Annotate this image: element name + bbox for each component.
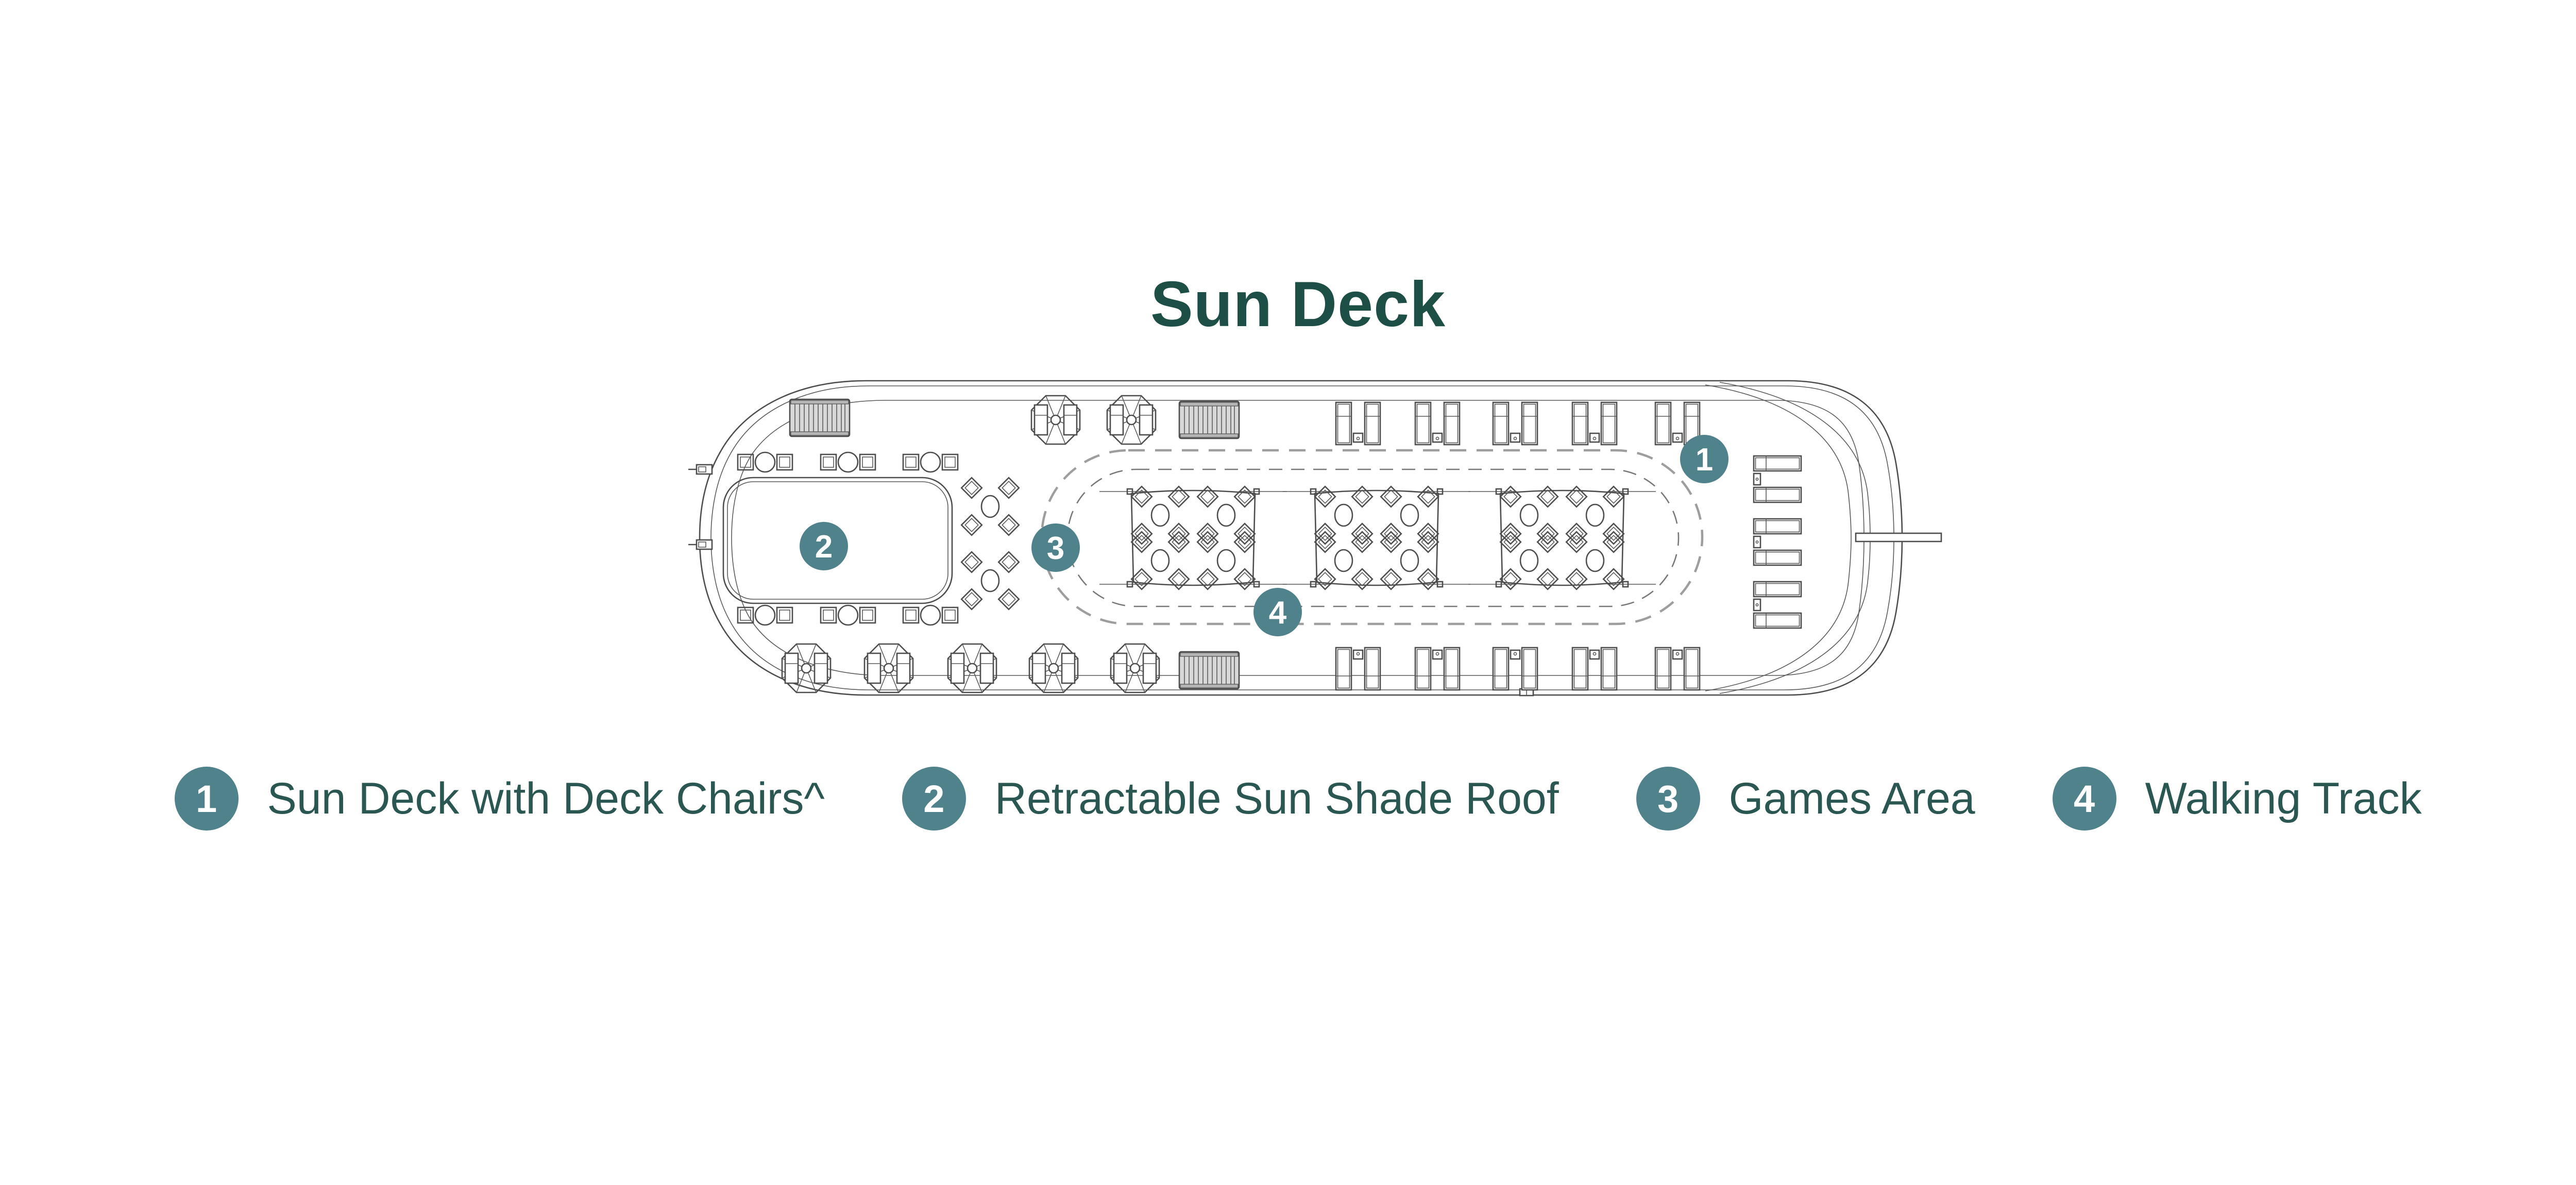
games-table-cluster <box>961 478 1019 535</box>
page-title: Sun Deck <box>1150 269 1446 340</box>
stairs-icon <box>1178 651 1240 690</box>
parasol-icon <box>863 643 914 693</box>
legend-item-walking-track: 4 Walking Track <box>2052 767 2422 831</box>
lounger-pair <box>1753 581 1802 629</box>
games-table-cluster <box>961 552 1019 610</box>
table-set <box>738 605 792 625</box>
parasol-icon <box>947 643 997 693</box>
stern-pole-icon <box>1855 532 1942 543</box>
table-set <box>821 605 875 625</box>
lounger-pair <box>1571 401 1618 446</box>
lounger-pair <box>1414 401 1461 446</box>
deck-marker-2: 2 <box>800 522 848 570</box>
deck-marker-4: 4 <box>1253 588 1302 636</box>
lounger-pair <box>1753 518 1802 566</box>
legend-label-3: Games Area <box>1728 773 1975 823</box>
legend-item-sun-deck: 1 Sun Deck with Deck Chairs^ <box>174 767 825 831</box>
lounger-pair <box>1654 647 1701 691</box>
lounger-pair <box>1414 647 1461 691</box>
legend-label-2: Retractable Sun Shade Roof <box>994 773 1559 823</box>
legend-item-sun-shade: 2 Retractable Sun Shade Roof <box>902 767 1559 831</box>
legend-badge-1: 1 <box>174 767 239 831</box>
stairs-icon <box>1178 400 1240 439</box>
lounger-pair <box>1753 455 1802 503</box>
parasol-icon <box>1110 643 1160 693</box>
svg-text:4: 4 <box>1269 595 1287 631</box>
parasol-icon <box>781 643 832 693</box>
svg-text:2: 2 <box>815 529 833 565</box>
legend-item-games-area: 3 Games Area <box>1636 767 1975 831</box>
legend-badge-4: 4 <box>2052 767 2116 831</box>
walking-track <box>1040 449 1704 625</box>
sun-shade-roof <box>722 477 953 604</box>
svg-text:3: 3 <box>1047 531 1064 566</box>
deck-chairs-bottom <box>1335 647 1701 691</box>
lounger-pair <box>1571 647 1618 691</box>
canopy <box>1468 486 1656 589</box>
canopy <box>1283 486 1470 589</box>
parasol-icon <box>1030 395 1081 445</box>
deck-plan: 1 2 3 4 <box>687 380 1942 697</box>
lounger-pair <box>1335 647 1381 691</box>
games-area <box>961 478 1019 610</box>
legend-badge-3: 3 <box>1636 767 1700 831</box>
table-set <box>821 452 875 472</box>
cleat-icon <box>687 464 713 475</box>
deck-chairs-top <box>1335 401 1701 446</box>
lounger-pair <box>1492 401 1538 446</box>
deck-plan-container: 1 2 3 4 <box>665 376 1942 705</box>
svg-text:1: 1 <box>1696 442 1713 478</box>
parasol-icon <box>1028 643 1079 693</box>
table-set <box>738 452 792 472</box>
table-set <box>903 605 958 625</box>
lounger-pair <box>1335 401 1381 446</box>
table-set <box>903 452 958 472</box>
stairs-icon <box>789 398 851 437</box>
deck-chairs-stern <box>1753 455 1802 629</box>
parasol-icon <box>1106 395 1157 445</box>
deck-marker-3: 3 <box>1031 523 1080 572</box>
cleat-icon <box>687 539 713 550</box>
legend: 1 Sun Deck with Deck Chairs^ 2 Retractab… <box>0 767 2576 831</box>
lounger-pair <box>1492 647 1538 691</box>
canopy <box>1099 486 1287 589</box>
legend-badge-2: 2 <box>902 767 966 831</box>
legend-label-4: Walking Track <box>2145 773 2422 823</box>
deck-marker-1: 1 <box>1680 435 1728 483</box>
legend-label-1: Sun Deck with Deck Chairs^ <box>267 773 825 823</box>
